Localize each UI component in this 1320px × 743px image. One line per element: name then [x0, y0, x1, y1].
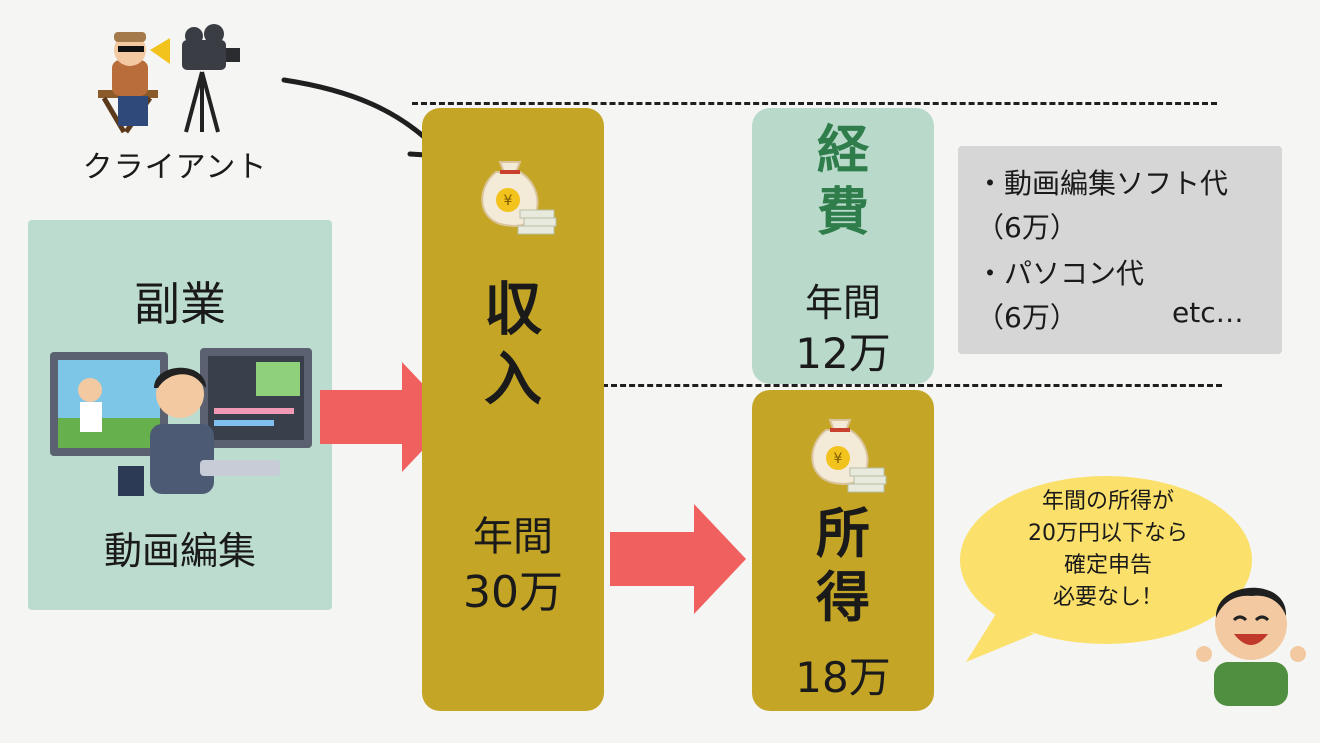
profit-box: ¥ 所得 18万: [752, 390, 934, 711]
film-director-icon: [98, 24, 240, 134]
svg-text:¥: ¥: [834, 451, 843, 467]
profit-title: 所得: [752, 502, 934, 630]
svg-text:¥: ¥: [504, 193, 513, 209]
speech-line-4: 必要なし！: [1052, 585, 1163, 610]
expenses-box: 経費 年間 12万: [752, 108, 934, 384]
income-amount: 30万: [463, 567, 563, 618]
expenses-amount: 12万: [795, 329, 891, 378]
side-job-panel: 副業 動画編集: [28, 220, 332, 610]
money-bag-yen-icon: ¥: [470, 146, 560, 238]
happy-man-icon: [1196, 566, 1306, 706]
income-column: ¥ 収入 年間 30万: [422, 108, 604, 711]
profit-title-text: 所得: [816, 502, 870, 629]
speech-bubble: [960, 476, 1252, 662]
speech-line-1: 年間の所得が: [1041, 489, 1174, 514]
expenses-title-text: 経費: [816, 121, 869, 243]
video-editor-person-icon: [50, 348, 314, 498]
speech-line-3: 確定申告: [1063, 553, 1152, 578]
expense-items-box: ・動画編集ソフト代 （6万） ・パソコン代 （6万） etc…: [958, 146, 1282, 354]
profit-amount: 18万: [795, 653, 891, 702]
expenses-title: 経費: [752, 120, 934, 244]
side-job-title: 副業: [134, 277, 226, 331]
income-period: 年間: [473, 514, 553, 560]
expense-item-etc: etc…: [1172, 296, 1244, 329]
arrow-to-income: [320, 362, 454, 472]
speech-text: 年間の所得が 20万円以下なら 確定申告 必要なし！: [986, 486, 1230, 614]
expense-item-pc-cost: （6万）: [976, 301, 1078, 334]
dashed-line-middle: [602, 384, 1222, 387]
income-title: 収入: [422, 274, 604, 414]
client-label: クライアント: [82, 150, 268, 185]
expense-item-pc: ・パソコン代: [976, 257, 1145, 290]
expenses-period: 年間: [804, 281, 881, 325]
side-job-subtitle: 動画編集: [103, 529, 256, 573]
arrow-to-profit: [610, 504, 746, 614]
speech-line-2: 20万円以下なら: [1028, 521, 1188, 546]
expense-item-software-cost: （6万）: [976, 211, 1078, 244]
expense-item-software: ・動画編集ソフト代: [976, 167, 1229, 200]
dashed-line-top: [412, 102, 1217, 105]
income-title-text: 収入: [483, 275, 542, 413]
money-bag-yen-icon: ¥: [800, 404, 890, 496]
client-illustration: [90, 20, 250, 140]
